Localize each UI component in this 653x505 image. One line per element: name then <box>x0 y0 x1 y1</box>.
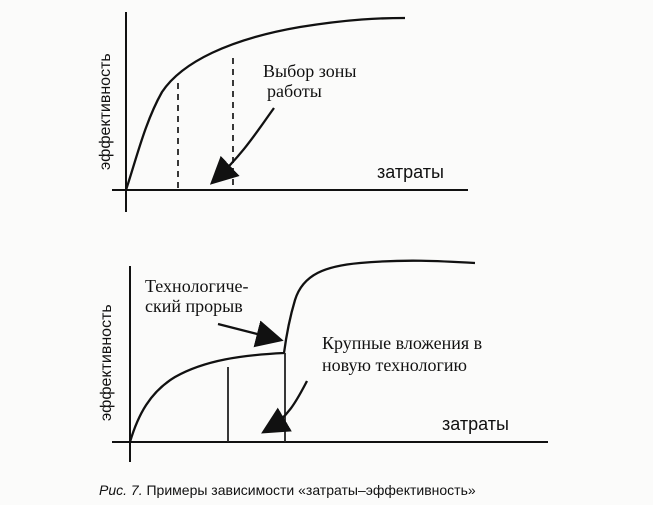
bottom-annotation-right-line-2: новую технологию <box>322 355 467 375</box>
top-annotation-line-2: работы <box>267 81 322 101</box>
top-x-axis-label: затраты <box>377 162 444 182</box>
top-annotation-line-1: Выбор зоны <box>263 61 357 81</box>
figure-caption-prefix: Рис. 7. <box>99 482 143 498</box>
top-y-axis-label: эффективность <box>97 53 114 170</box>
figure-caption-text: Примеры зависимости «затраты–эффективнос… <box>146 482 475 498</box>
bottom-diagram: эффективность затраты Технологиче- ский … <box>98 259 548 462</box>
bottom-curve <box>128 259 476 443</box>
bottom-y-axis-label: эффективность <box>98 304 115 421</box>
figure-caption: Рис. 7. Примеры зависимости «затраты–эфф… <box>99 482 476 498</box>
bottom-breakthrough-arrow <box>217 320 284 348</box>
top-curve <box>124 16 406 191</box>
top-diagram: эффективность затраты Выбор зоны работы <box>97 12 468 212</box>
top-annotation-arrow <box>209 107 275 185</box>
bottom-annotation-right-line-1: Крупные вложения в <box>322 333 482 353</box>
bottom-investment-arrow <box>261 380 309 434</box>
bottom-annotation-left-line-1: Технологиче- <box>145 276 249 296</box>
bottom-x-axis-label: затраты <box>442 414 509 434</box>
bottom-annotation-left-line-2: ский прорыв <box>145 296 243 316</box>
